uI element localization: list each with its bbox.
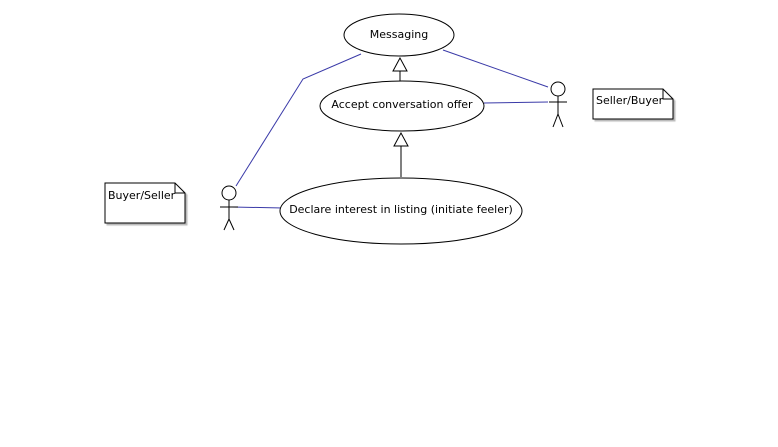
note-right-fold xyxy=(662,89,673,100)
note-right[interactable]: Seller/Buyer xyxy=(592,88,674,120)
actor-left[interactable] xyxy=(220,185,238,231)
note-left-box[interactable] xyxy=(104,182,186,224)
note-right-box[interactable] xyxy=(592,88,674,120)
association-right-actor-to-messaging xyxy=(442,49,549,88)
use-case-messaging-ellipse[interactable] xyxy=(343,13,455,57)
note-left-label: Buyer/Seller xyxy=(108,189,176,202)
use-case-accept-offer[interactable]: Accept conversation offer xyxy=(319,80,485,132)
actor-right-head[interactable] xyxy=(550,81,566,97)
association-left-actor-to-declare-interest xyxy=(231,206,284,209)
association-lines xyxy=(231,49,549,209)
association-left-actor-to-messaging xyxy=(235,53,362,187)
association-right-actor-to-accept-offer xyxy=(483,101,549,104)
actor-right[interactable] xyxy=(549,81,567,128)
generalization-declare-to-accept-head xyxy=(393,131,409,147)
generalization-arrows xyxy=(392,56,409,177)
note-right-label: Seller/Buyer xyxy=(596,94,664,107)
note-left[interactable]: Buyer/Seller xyxy=(104,182,186,224)
use-case-accept-offer-label: Accept conversation offer xyxy=(331,98,473,111)
use-case-messaging-label: Messaging xyxy=(370,28,428,41)
generalization-accept-to-messaging-head xyxy=(392,56,408,72)
actor-right-leg-right xyxy=(557,113,564,128)
actor-left-leg-right xyxy=(228,218,235,231)
note-left-fold xyxy=(174,183,185,194)
actor-left-head[interactable] xyxy=(221,185,237,201)
use-case-declare-interest[interactable]: Declare interest in listing (initiate fe… xyxy=(279,177,523,245)
use-case-declare-interest-label: Declare interest in listing (initiate fe… xyxy=(289,203,513,216)
use-case-messaging[interactable]: Messaging xyxy=(343,13,455,57)
actor-left-leg-left xyxy=(223,218,230,231)
use-case-accept-offer-ellipse[interactable] xyxy=(319,80,485,132)
use-case-declare-interest-ellipse[interactable] xyxy=(279,177,523,245)
actor-right-leg-left xyxy=(552,113,559,128)
